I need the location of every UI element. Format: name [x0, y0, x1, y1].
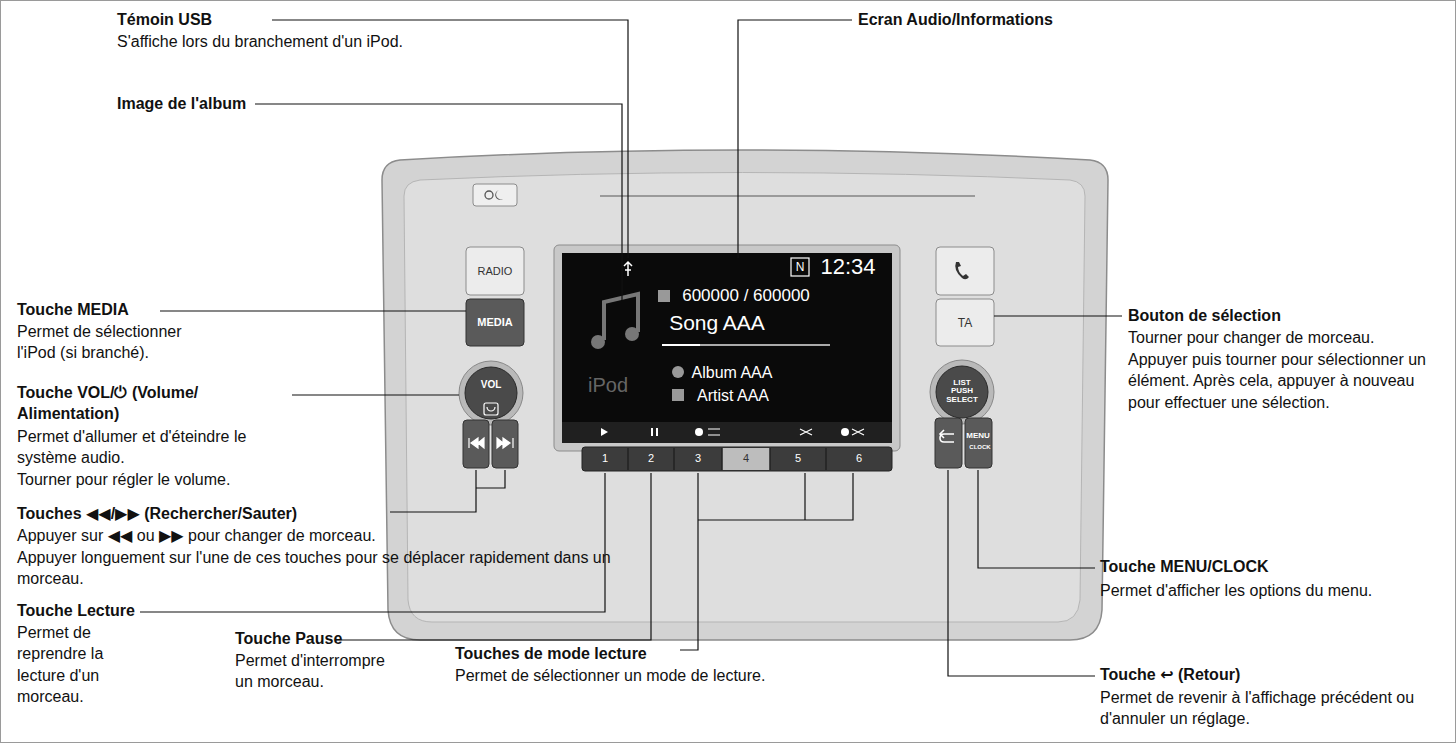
button-label: 3	[695, 453, 701, 465]
button-label: VOL	[481, 380, 502, 391]
screen-text: Artist AAA	[697, 388, 769, 405]
callout-text: Permet de sélectionner l'iPod (si branch…	[17, 321, 207, 364]
button-label: 1	[602, 453, 608, 465]
callout-text: Permet d'afficher les options du menu.	[1100, 580, 1372, 601]
callout-text: Appuyer longuement sur l'une de ces touc…	[17, 547, 627, 590]
button-label: LIST PUSH SELECT	[945, 379, 979, 404]
button-label: 5	[795, 453, 801, 465]
callout-heading: Touches ◀◀/▶▶ (Rechercher/Sauter)	[17, 503, 297, 524]
button-label: RADIO	[478, 266, 513, 278]
button-label: 2	[648, 453, 654, 465]
callout-heading: Touche ↩ (Retour)	[1100, 664, 1240, 685]
callout-heading: Ecran Audio/Informations	[858, 9, 1053, 30]
callout-text: Appuyer puis tourner pour sélectionner u…	[1128, 349, 1450, 413]
button-label: MENU	[966, 432, 990, 440]
callout-heading: Témoin USB	[117, 9, 212, 30]
button-label: MEDIA	[477, 317, 512, 329]
screen-text: 12:34	[820, 255, 875, 278]
screen-text: iPod	[588, 375, 628, 396]
callout-text: Permet de revenir à l'affichage précéden…	[1100, 687, 1430, 730]
callout-text: Permet de reprendre la lecture d'un morc…	[17, 622, 147, 707]
callout-heading: Image de l'album	[117, 93, 246, 114]
callout-text: Tourner pour changer de morceau.	[1128, 327, 1374, 348]
callout-heading: Touche Lecture	[17, 600, 135, 621]
callout-text: Permet de sélectionner un mode de lectur…	[455, 665, 765, 686]
callout-heading: Touches de mode lecture	[455, 643, 647, 664]
screen-text: Song AAA	[669, 312, 765, 334]
callout-text: Tourner pour régler le volume.	[17, 469, 230, 490]
screen-text: Album AAA	[692, 365, 773, 382]
button-label: 4	[743, 453, 749, 465]
button-label: CLOCK	[969, 444, 990, 450]
callout-heading: Touche VOL/⏻ (Volume/ Alimentation)	[17, 382, 297, 425]
callout-heading: Touche MENU/CLOCK	[1100, 556, 1269, 577]
screen-text: N	[796, 261, 805, 274]
callout-text: Appuyer sur ◀◀ ou ▶▶ pour changer de mor…	[17, 525, 376, 546]
screen-text: 600000 / 600000	[682, 287, 810, 305]
button-label: 6	[856, 453, 862, 465]
callout-heading: Bouton de sélection	[1128, 305, 1281, 326]
callout-text: Permet d'interrompre un morceau.	[235, 650, 385, 693]
callout-text: Permet d'allumer et d'éteindre le systèm…	[17, 426, 302, 469]
callout-heading: Touche Pause	[235, 628, 342, 649]
callout-text: S'affiche lors du branchement d'un iPod.	[117, 31, 403, 52]
callout-heading: Touche MEDIA	[17, 299, 129, 320]
button-label: TA	[958, 317, 972, 330]
